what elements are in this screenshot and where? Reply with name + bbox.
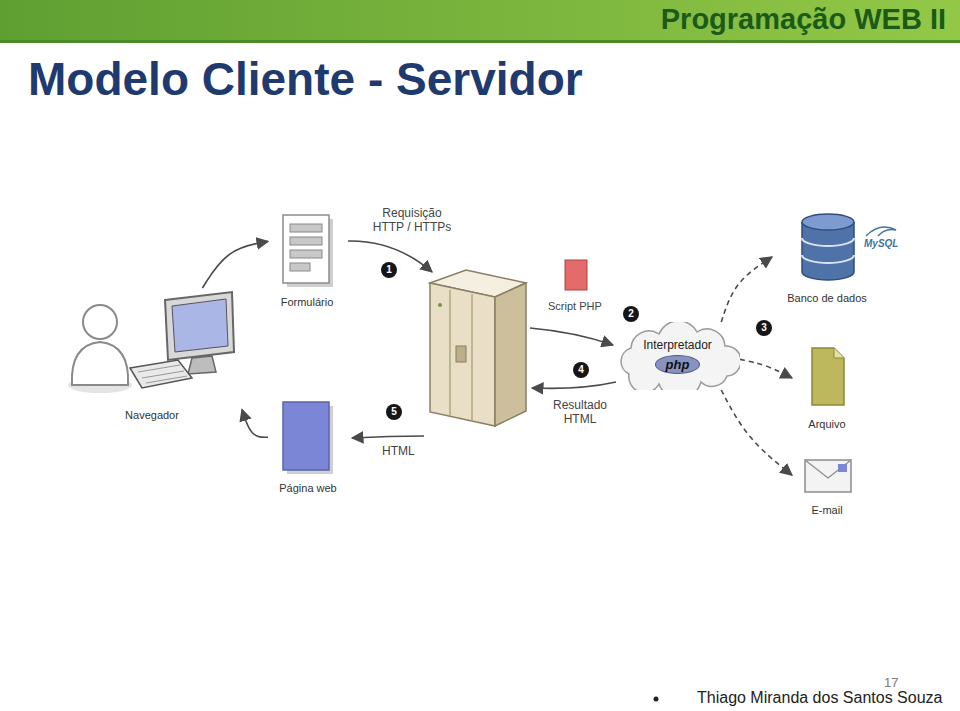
keyboard-keys	[138, 365, 187, 383]
result-label: Resultado HTML	[544, 398, 616, 426]
node-caption: Interpretador	[643, 338, 712, 352]
mysql-logo: MySQL	[864, 238, 898, 249]
node-caption: Arquivo	[808, 418, 845, 430]
script-arrow	[530, 328, 613, 345]
keyboard	[130, 360, 192, 388]
form-field	[290, 224, 322, 232]
author-name: Thiago Miranda dos Santos Souza	[697, 689, 942, 707]
monitor-screen	[172, 299, 228, 352]
server-drive	[456, 346, 466, 362]
envelope	[805, 460, 851, 492]
form-node: Formulário	[268, 212, 346, 310]
node-caption: Página web	[279, 482, 337, 494]
flow-arrow	[242, 410, 268, 438]
email-node: E-mail	[792, 452, 862, 518]
form-page	[283, 215, 329, 283]
database-node: Banco de dados	[772, 208, 882, 306]
flow-arrow	[721, 257, 772, 322]
node-caption: Formulário	[281, 296, 334, 308]
node-caption: E-mail	[811, 504, 842, 516]
user-body	[72, 342, 128, 385]
callout-number: 3	[756, 320, 772, 336]
header-bar	[0, 0, 960, 40]
form-field	[290, 263, 310, 271]
flow-arrow	[202, 241, 268, 288]
mysql-dolphin	[866, 227, 896, 236]
html-arrow	[352, 436, 424, 438]
php-logo: php	[655, 355, 701, 374]
web-page	[283, 402, 329, 470]
slide-title: Modelo Cliente - Servidor	[28, 52, 583, 106]
page-number: 17	[884, 675, 898, 690]
database-band	[802, 238, 854, 263]
header-rule	[0, 40, 960, 43]
course-name: Programação WEB II	[661, 3, 946, 36]
callout-number: 5	[386, 404, 402, 420]
html-label: HTML	[382, 444, 415, 458]
file-page	[812, 348, 844, 405]
monitor-stand	[188, 356, 216, 374]
request-label: Requisição HTTP / HTTPs	[367, 206, 457, 234]
server-panel	[450, 290, 472, 421]
flow-arrow	[740, 359, 792, 378]
file-node: Arquivo	[792, 342, 862, 432]
form-field	[290, 250, 322, 258]
file-fold	[834, 348, 844, 358]
callout-number: 2	[623, 306, 639, 322]
server-led	[438, 303, 442, 307]
server-front	[430, 283, 495, 426]
interpreter-cloud: Interpretador php	[615, 322, 740, 390]
monitor-frame	[165, 292, 234, 360]
callout-number: 4	[573, 362, 589, 378]
envelope-stamp	[838, 464, 847, 472]
script-label: Script PHP	[548, 300, 602, 312]
cloud-shape	[621, 322, 740, 390]
node-caption: Banco de dados	[787, 292, 867, 304]
database-top	[802, 214, 854, 230]
script-page	[565, 260, 587, 290]
result-arrow	[532, 382, 616, 388]
form-field	[290, 237, 322, 245]
callout-number: 1	[381, 262, 397, 278]
browser-node: Navegador	[62, 288, 242, 423]
webpage-node: Página web	[268, 398, 348, 496]
node-caption: Navegador	[125, 409, 179, 421]
user-head	[83, 305, 117, 339]
flow-arrow	[721, 390, 792, 475]
envelope-flap	[805, 460, 851, 478]
server-side	[495, 283, 526, 426]
bullet	[654, 697, 659, 702]
